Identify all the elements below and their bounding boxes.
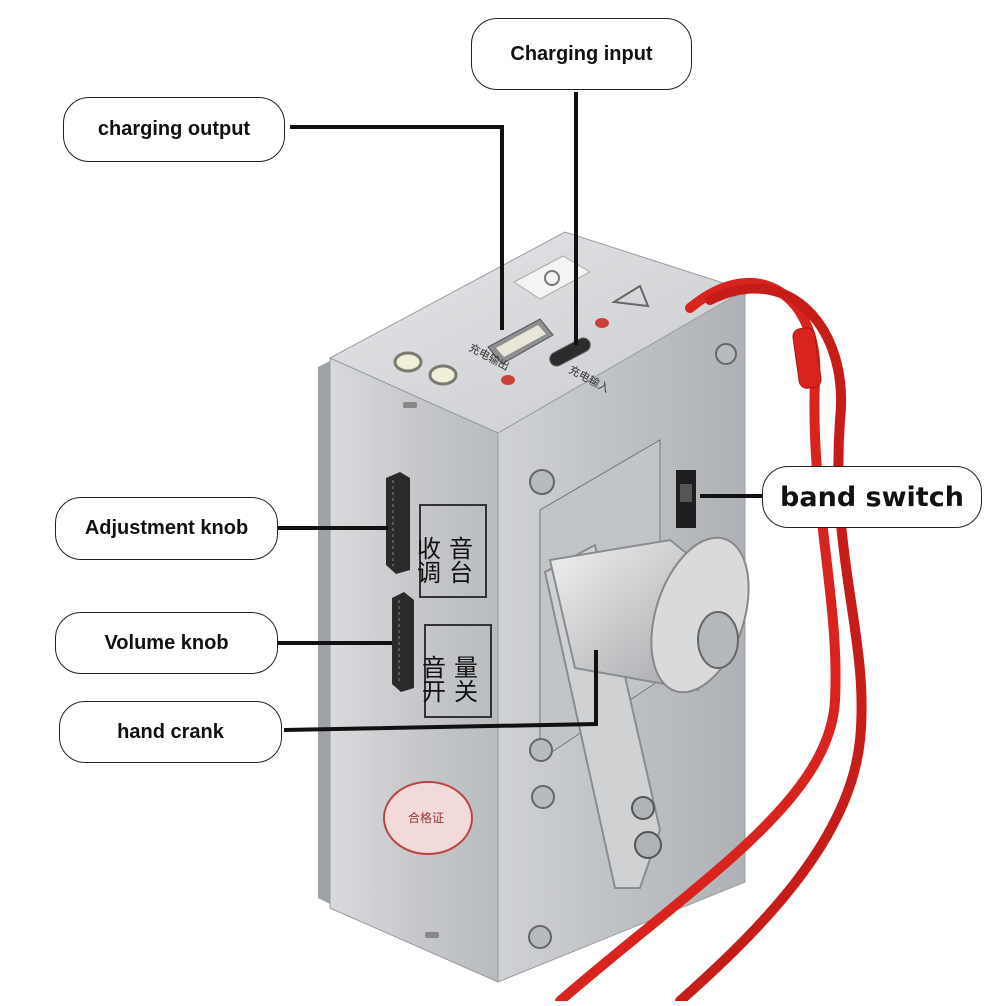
volume-label-left: 音开 [418,655,445,703]
volume-label-box: 音开 量关 [418,624,492,718]
screw [529,469,555,495]
screw [715,343,737,365]
tuning-label-left: 收调 [413,536,440,584]
qr-sticker [513,255,592,300]
callout-adjustment-knob: Adjustment knob [55,497,278,560]
tuning-label-right: 音台 [445,536,472,584]
tuning-label-box: 收调 音台 [413,504,487,598]
callout-volume-knob-text: Volume knob [104,631,229,654]
led-light-1 [393,351,423,373]
callout-hand-crank: hand crank [59,701,282,763]
indicator-light-2 [595,318,609,328]
callout-charging-output-text: charging output [97,118,251,140]
warning-triangle-icon [611,284,650,308]
callout-volume-knob: Volume knob [55,612,278,674]
band-switch-slider [676,470,696,528]
tuning-wheel [386,472,410,574]
vent-slot-bottom [425,932,439,938]
back-panel [318,360,332,905]
qc-sticker: 合格证 [383,781,473,855]
leader-charging-output [290,125,504,330]
volume-label-right: 量关 [450,655,477,703]
usb-c-port [549,337,591,367]
callout-hand-crank-text: hand crank [117,720,224,743]
screw [529,738,553,762]
lanyard [555,277,867,1006]
hand-crank [543,536,750,889]
usb-port [487,318,554,365]
leader-hand-crank [283,650,598,732]
callout-adjustment-knob-text: Adjustment knob [84,517,249,539]
qc-sticker-text: 合格证 [408,810,444,825]
callout-band-switch-text: band switch [780,481,964,513]
volume-wheel [392,592,414,692]
screw [528,925,552,949]
vent-slot [403,402,417,408]
callout-charging-input-text: Charging input [510,42,653,65]
callout-charging-output: charging output [63,97,285,162]
callout-band-switch: band switch [762,466,982,528]
leader-lines [278,92,765,732]
indicator-light-1 [501,375,515,385]
led-light-2 [428,364,458,386]
callout-charging-input: Charging input [471,18,692,90]
screw [531,785,555,809]
